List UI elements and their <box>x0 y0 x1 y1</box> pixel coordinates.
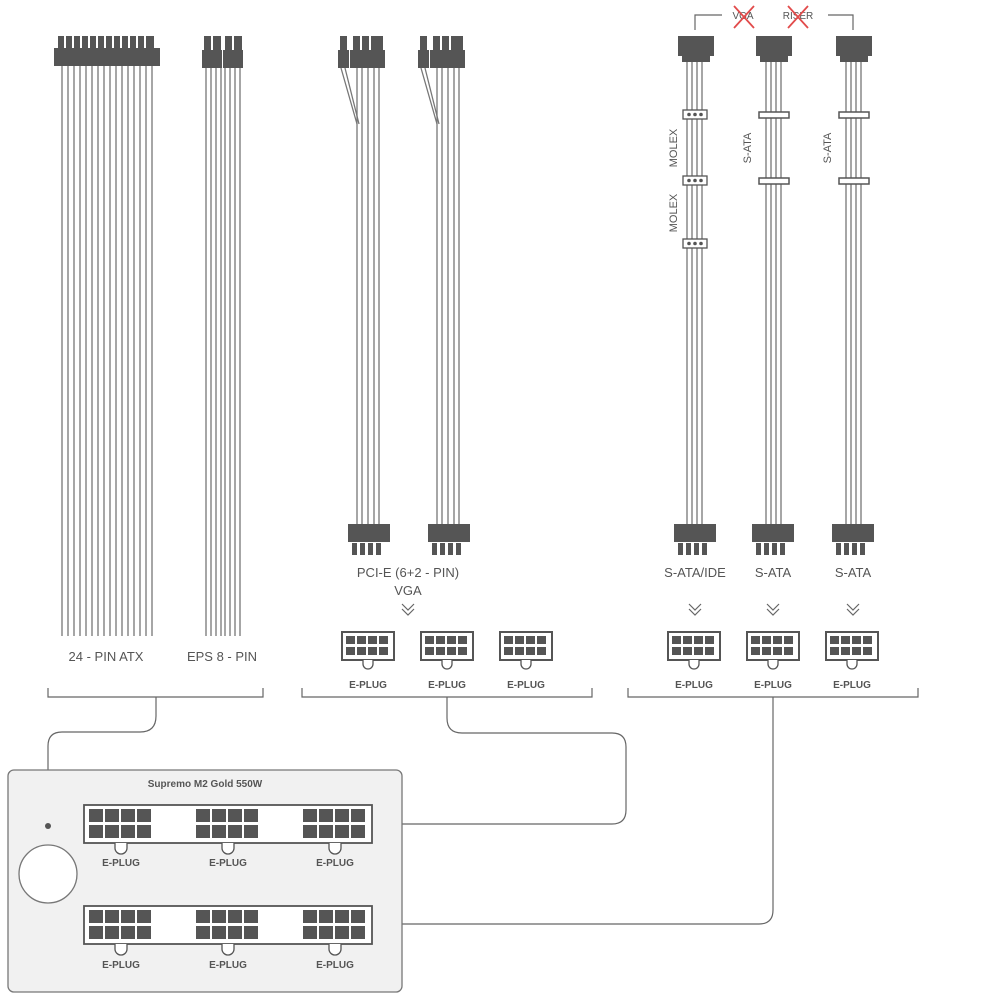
sata-label-1: S-ATA <box>755 565 792 580</box>
molex-connector <box>682 175 708 186</box>
eplug-pcie-2: E-PLUG <box>420 631 474 691</box>
eplug-sata-3: E-PLUG <box>825 631 879 691</box>
socket-label: E-PLUG <box>209 858 247 869</box>
molex-connector <box>682 238 708 249</box>
bracket-sata <box>383 688 919 927</box>
eplug-label: E-PLUG <box>833 680 871 691</box>
pcie-sublabel: VGA <box>394 583 422 598</box>
socket-label: E-PLUG <box>316 960 354 971</box>
atx-connector <box>54 36 160 66</box>
sata-mid-label-2: S-ATA <box>822 132 834 163</box>
eps-wires <box>205 68 241 636</box>
eplug-label: E-PLUG <box>675 680 713 691</box>
socket-label: E-PLUG <box>102 858 140 869</box>
molex-label-2: MOLEX <box>668 193 680 232</box>
atx-24pin-cable: 24 - PIN ATX <box>54 36 160 664</box>
chevron-down-icon <box>401 603 415 616</box>
cross-icon <box>733 5 755 29</box>
pcie-cable-2 <box>418 36 470 555</box>
pcie-label: PCI-E (6+2 - PIN) <box>357 565 459 580</box>
atx-wires <box>61 66 153 636</box>
eplug-label: E-PLUG <box>754 680 792 691</box>
pcie-connector-bottom-1 <box>348 524 390 555</box>
eps-8pin-cable: EPS 8 - PIN <box>187 36 257 664</box>
crossed-top-bracket <box>694 14 854 30</box>
socket-label: E-PLUG <box>316 858 354 869</box>
sata-mid-label-1: S-ATA <box>742 132 754 163</box>
eplug-pcie-1: E-PLUG <box>341 631 395 691</box>
pcie-connector-bottom-2 <box>428 524 470 555</box>
atx-label: 24 - PIN ATX <box>69 649 144 664</box>
psu-panel: Supremo M2 Gold 550W E-PLUG E-PLUG E-PLU… <box>7 769 403 993</box>
eplug-label: E-PLUG <box>507 680 545 691</box>
pcie-cable-1 <box>338 36 390 555</box>
sata-cable-1: S-ATA S-ATA <box>742 36 794 580</box>
sata-label-2: S-ATA <box>835 565 872 580</box>
socket-label: E-PLUG <box>209 960 247 971</box>
psu-fan-icon <box>18 844 78 904</box>
psu-socket-bank-2: E-PLUG E-PLUG E-PLUG <box>83 905 373 971</box>
eplug-sata-1: E-PLUG <box>667 631 721 691</box>
sata-ide-cable: MOLEX MOLEX S-ATA/IDE <box>664 36 726 580</box>
psu-socket-bank-1: E-PLUG E-PLUG E-PLUG <box>83 804 373 869</box>
pcie-connector-top-1 <box>338 36 385 68</box>
socket-label: E-PLUG <box>102 960 140 971</box>
eplug-sata-2: E-PLUG <box>746 631 800 691</box>
eps-connector <box>202 36 243 68</box>
eps-label: EPS 8 - PIN <box>187 649 257 664</box>
sata-cable-2: S-ATA S-ATA <box>822 36 874 580</box>
molex-label-1: MOLEX <box>668 128 680 167</box>
eplug-label: E-PLUG <box>349 680 387 691</box>
pcie-connector-top-2 <box>418 36 465 68</box>
molex-connector <box>682 109 708 120</box>
chevron-down-icon <box>766 603 780 616</box>
cross-icon <box>787 5 809 29</box>
eplug-label: E-PLUG <box>428 680 466 691</box>
chevron-down-icon <box>688 603 702 616</box>
chevron-down-icon <box>846 603 860 616</box>
psu-title: Supremo M2 Gold 550W <box>148 779 263 790</box>
eplug-pcie-3: E-PLUG <box>499 631 553 691</box>
sata-ide-label: S-ATA/IDE <box>664 565 726 580</box>
